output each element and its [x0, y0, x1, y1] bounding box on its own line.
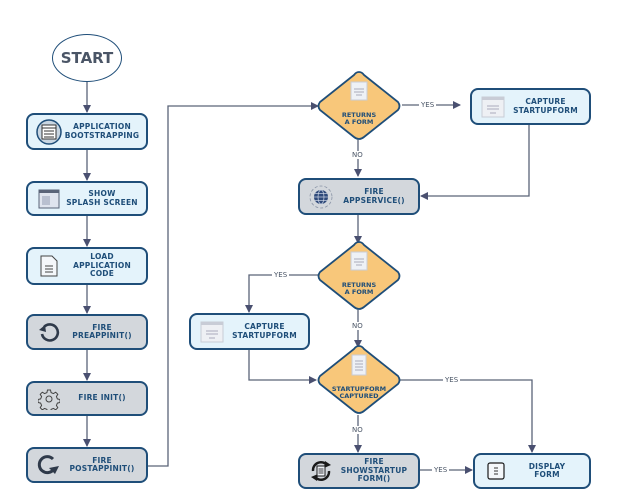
rotate-icon: [36, 319, 62, 345]
start-terminal[interactable]: START: [52, 34, 122, 82]
document-icon: [36, 253, 62, 279]
edge-label-returns1-no: NO: [350, 151, 365, 159]
edge-label-showstartup-yes: YES: [432, 466, 450, 474]
browser-window-icon: [36, 118, 62, 145]
globe-icon: [308, 184, 334, 210]
gear-icon: [36, 386, 62, 412]
edge-capture1-appservice: [420, 125, 530, 200]
edge-returns2-capture2: [245, 274, 318, 313]
start-label: START: [60, 49, 114, 67]
form-icon: [350, 251, 368, 271]
document-icon: [351, 354, 367, 376]
sync-document-icon: [308, 458, 334, 484]
edge-captured-display: [400, 379, 536, 453]
refresh-icon: [36, 452, 62, 478]
edge-capture2-captured: [248, 350, 317, 384]
form-icon: [199, 319, 225, 345]
node-fire-init[interactable]: FIRE INIT(): [26, 381, 148, 416]
list-icon: [483, 458, 509, 484]
edge-label-returns2-yes: YES: [272, 271, 290, 279]
edge-label-returns2-no: NO: [350, 322, 365, 330]
splash-window-icon: [36, 186, 62, 212]
edge-postappinit-returns1: [148, 102, 319, 467]
edge-label-captured-yes: YES: [443, 376, 461, 384]
edge-label-captured-no: NO: [350, 426, 365, 434]
node-label: FIRE INIT(): [78, 393, 126, 403]
form-icon: [350, 81, 368, 101]
edge-label-returns1-yes: YES: [419, 101, 437, 109]
form-icon: [480, 94, 506, 120]
